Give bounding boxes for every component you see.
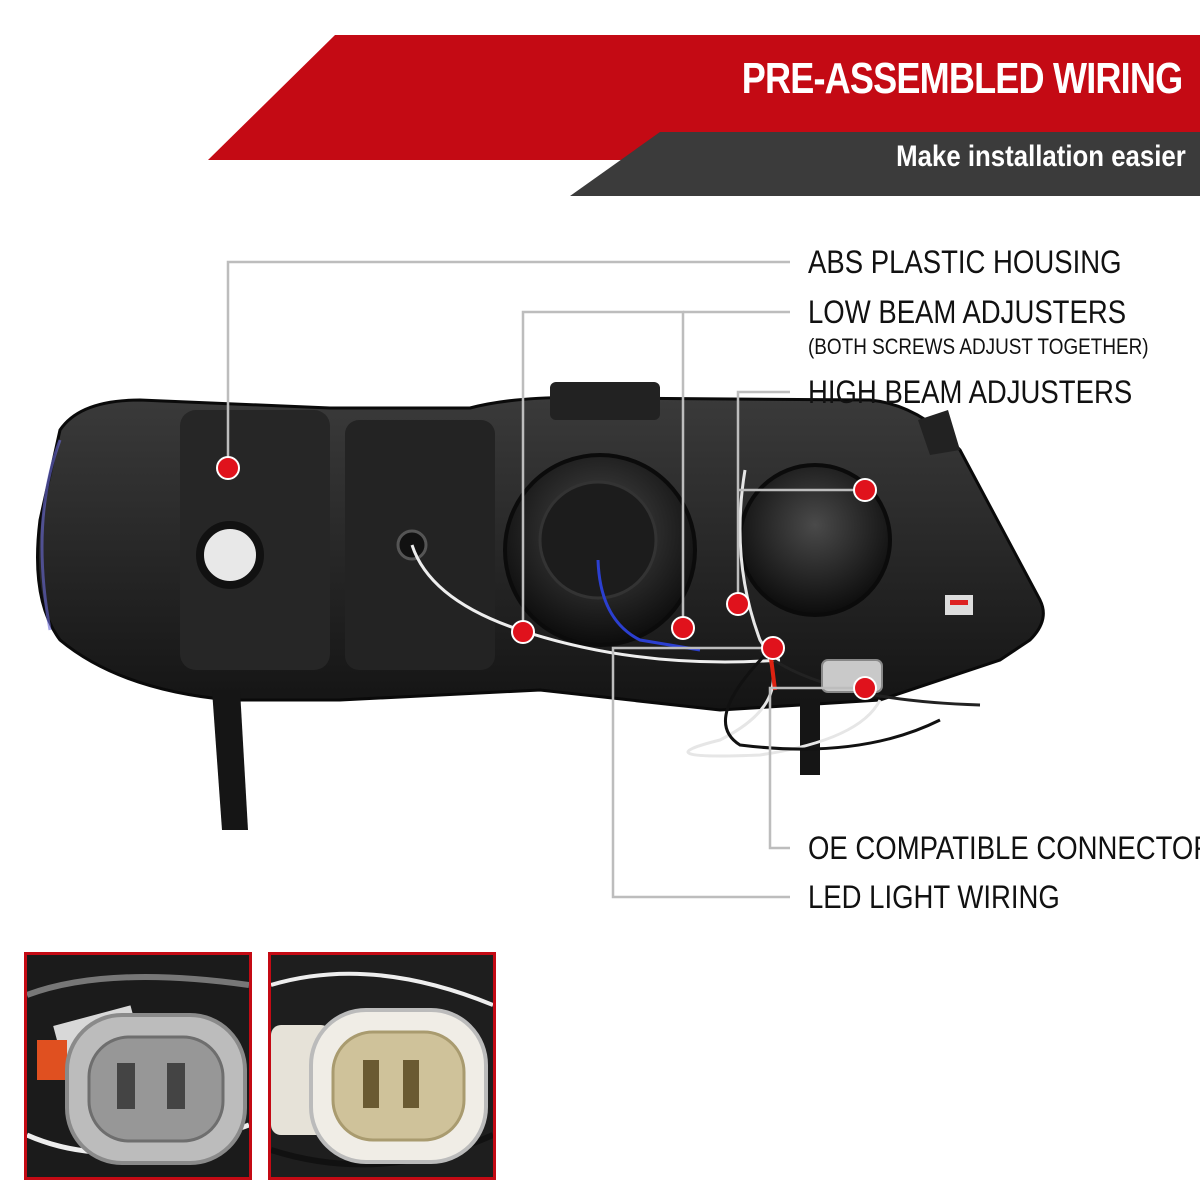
banner-title: PRE-ASSEMBLED WIRING (741, 54, 1182, 103)
lens-edge (40, 439, 62, 631)
banner-dark-band (570, 132, 1200, 196)
callout-markers (216, 456, 877, 700)
marker-high-beam-1 (726, 592, 750, 616)
callout-led-wiring: LED LIGHT WIRING (808, 879, 1060, 915)
callout-high-beam: HIGH BEAM ADJUSTERS (808, 374, 1133, 410)
marker-abs-housing (216, 456, 240, 480)
wire-blue (596, 559, 701, 652)
marker-led-wiring (761, 636, 785, 660)
mount-tab-top (918, 410, 960, 455)
headlight-photo (36, 260, 1045, 899)
line-low-beam (521, 310, 685, 632)
vent-cap (550, 382, 660, 420)
tan-connector-image (271, 955, 493, 1177)
wire-black-1 (724, 648, 941, 751)
thumbnail-gray-connector (24, 952, 252, 1180)
wire-white-2 (686, 469, 882, 758)
marker-high-beam-2 (853, 478, 877, 502)
gray-connector-image (27, 955, 249, 1177)
turn-signal-socket (196, 521, 264, 589)
banner-subtitle: Make installation easier (896, 140, 1186, 173)
line-abs-housing (226, 260, 790, 468)
low-beam-cap (538, 480, 658, 600)
callout-low-beam-note: (BOTH SCREWS ADJUST TOGETHER) (808, 334, 1149, 359)
banner-red-band (208, 35, 1200, 160)
marker-low-beam-2 (671, 616, 695, 640)
mount-tab-left (212, 690, 248, 830)
thumbnail-tan-connector (268, 952, 496, 1180)
line-oe-connectors (768, 686, 865, 850)
marker-low-beam-1 (511, 620, 535, 644)
line-high-beam (736, 390, 790, 604)
callout-oe-connectors: OE COMPATIBLE CONNECTORS (808, 830, 1200, 866)
callout-abs-housing: ABS PLASTIC HOUSING (808, 244, 1122, 280)
sticker-mark (950, 600, 968, 605)
marker-oe-connector (853, 676, 877, 700)
callout-lines (226, 260, 865, 899)
callout-low-beam: LOW BEAM ADJUSTERS (808, 294, 1127, 330)
header-banner (208, 35, 1200, 196)
mount-tab-right (800, 700, 820, 775)
line-led-wiring (611, 646, 790, 899)
